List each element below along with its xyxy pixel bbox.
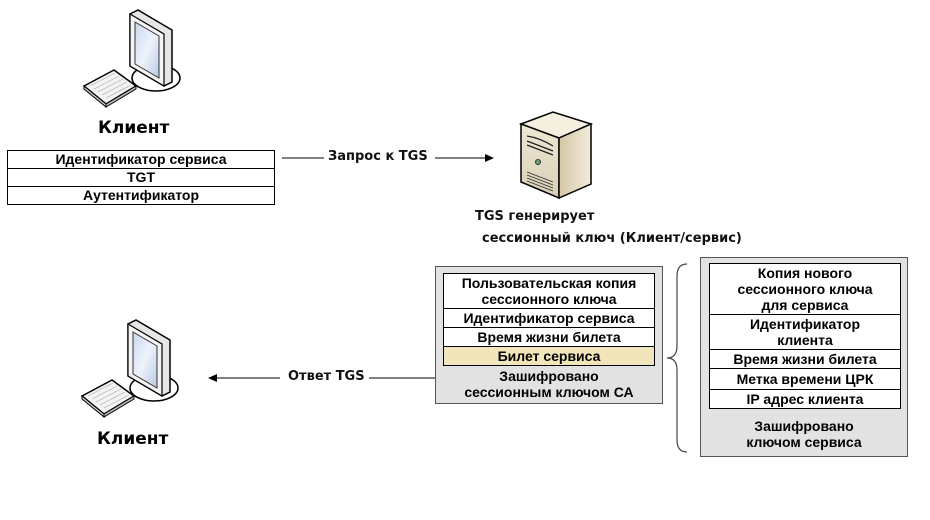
ticket-field-client-ip: IP адрес клиента (710, 389, 900, 408)
request-field-tgt: TGT (8, 168, 274, 186)
ticket-encryption-line1: Зашифровано (754, 418, 854, 434)
tgs-caption-line1: TGS генерирует (475, 209, 595, 224)
request-arrowhead-icon (485, 154, 494, 162)
request-arrow-label: Запрос к TGS (328, 149, 428, 164)
service-ticket-box: Копия нового сессионного ключа для серви… (700, 257, 908, 457)
request-arrow (282, 154, 494, 162)
tgs-caption-line2: сессионный ключ (Клиент/сервис) (482, 231, 742, 246)
reply-encryption-line2: сессионным ключом СА (464, 384, 634, 400)
curly-brace-icon (666, 263, 688, 453)
reply-field-session-key-copy: Пользовательская копия сессионного ключа (461, 275, 637, 307)
tgs-server-icon (515, 110, 595, 200)
ticket-field-client-id: Идентификатор клиента (710, 314, 900, 349)
bottom-client-computer-icon (76, 318, 186, 418)
ticket-field-ticket-lifetime: Время жизни билета (710, 349, 900, 368)
request-field-authenticator: Аутентификатор (8, 186, 274, 204)
reply-field-service-ticket: Билет сервиса (444, 346, 654, 365)
ticket-field-session-key-copy: Копия нового сессионного ключа для серви… (737, 265, 873, 313)
service-ticket-fields-table: Копия нового сессионного ключа для серви… (709, 263, 901, 409)
ticket-encryption-line2: ключом сервиса (746, 434, 862, 450)
reply-arrow (208, 374, 435, 382)
reply-field-service-id: Идентификатор сервиса (444, 308, 654, 327)
reply-encryption-line1: Зашифровано (499, 368, 599, 384)
reply-encryption-note: Зашифровано сессионным ключом СА (436, 368, 662, 400)
top-client-label: Клиент (98, 118, 170, 138)
ticket-field-kdc-timestamp: Метка времени ЦРК (710, 368, 900, 389)
request-field-service-id: Идентификатор сервиса (55, 151, 227, 167)
reply-fields-table: Пользовательская копия сессионного ключа… (443, 273, 655, 366)
reply-field-ticket-lifetime: Время жизни билета (444, 327, 654, 346)
tgs-reply-message-box: Пользовательская копия сессионного ключа… (435, 266, 663, 404)
reply-arrowhead-icon (208, 374, 217, 382)
ticket-encryption-note: Зашифровано ключом сервиса (701, 418, 907, 450)
top-client-computer-icon (78, 8, 188, 108)
bottom-client-label: Клиент (97, 429, 169, 449)
reply-arrow-label: Ответ TGS (288, 369, 365, 384)
tgs-request-table: Идентификатор сервиса TGT Аутентификатор (7, 150, 275, 205)
